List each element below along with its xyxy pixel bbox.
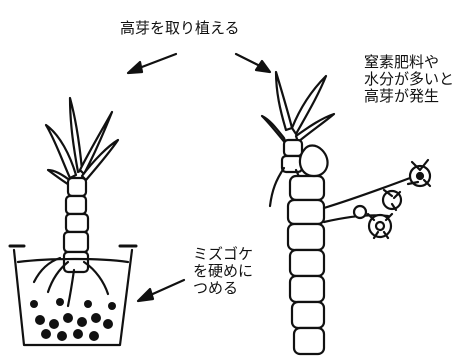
flower: [366, 212, 394, 240]
flower: [381, 188, 403, 212]
moss-note-line-1: ミズゴケ: [193, 245, 254, 263]
title-label: 高芽を取り植える: [120, 19, 240, 37]
nitrogen-water-note: 窒素肥料や 水分が多いと 高芽が発生: [364, 54, 454, 105]
moss-note-line-2: を硬めに: [193, 262, 254, 280]
sphagnum-moss-note: ミズゴケ を硬めに つめる: [193, 246, 253, 297]
nitrogen-note-line-2: 水分が多いと: [364, 70, 455, 88]
arrow-to-pot: [136, 278, 186, 303]
flower: [352, 204, 368, 220]
arrow-to-potted-plant: [126, 52, 178, 75]
moss-note-line-3: つめる: [193, 279, 239, 297]
nitrogen-note-line-3: 高芽が発生: [364, 87, 440, 105]
flower: [406, 158, 432, 188]
nitrogen-note-line-1: 窒素肥料や: [364, 53, 440, 71]
mother-plant-drawing: [260, 70, 432, 356]
arrow-to-mother-plant: [234, 52, 272, 74]
keiki-in-pot-drawing: [8, 96, 138, 347]
